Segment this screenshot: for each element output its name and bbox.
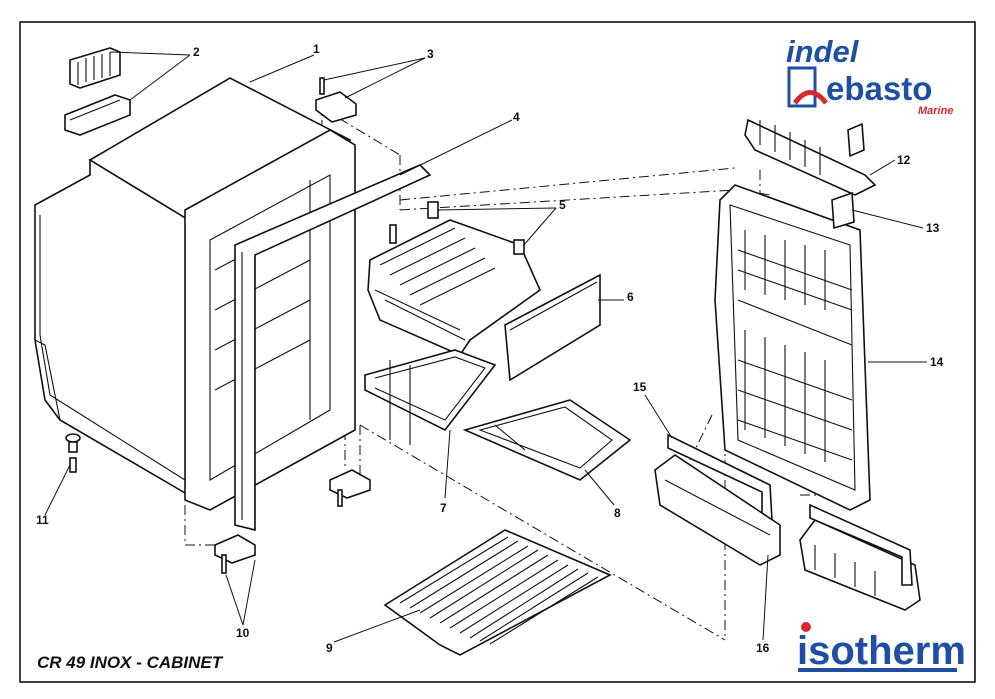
callout-3: 3 bbox=[427, 47, 434, 61]
callout-numbers: 1 2 3 4 5 6 7 8 9 10 11 12 13 14 15 16 bbox=[36, 42, 944, 655]
callout-5: 5 bbox=[559, 198, 566, 212]
diagram-title: CR 49 INOX - CABINET bbox=[37, 653, 224, 672]
logo-red-arc bbox=[792, 90, 828, 105]
indel-webasto-logo: indel ebasto Marine bbox=[786, 34, 953, 117]
callout-2: 2 bbox=[193, 45, 200, 59]
logo-w-box bbox=[787, 66, 817, 108]
logo-webasto-text: ebasto bbox=[826, 70, 932, 107]
part-16-bin bbox=[654, 454, 921, 611]
part-13-clip bbox=[831, 191, 855, 230]
callout-15: 15 bbox=[633, 380, 647, 394]
part-6-plate bbox=[504, 273, 601, 382]
part-7-drip-frame bbox=[364, 349, 497, 445]
callout-12: 12 bbox=[897, 153, 911, 167]
logo-isotherm-text: isotherm bbox=[797, 629, 966, 673]
callout-9: 9 bbox=[326, 641, 333, 655]
logo-marine-text: Marine bbox=[918, 105, 953, 117]
callout-14: 14 bbox=[930, 355, 944, 369]
part-9-shelf bbox=[383, 529, 612, 656]
callout-11: 11 bbox=[36, 513, 49, 527]
part-2-tray bbox=[64, 47, 131, 136]
callout-4: 4 bbox=[513, 110, 520, 124]
isotherm-logo: isotherm bbox=[797, 622, 966, 673]
callout-8: 8 bbox=[614, 506, 621, 520]
callout-13: 13 bbox=[926, 221, 940, 235]
callout-6: 6 bbox=[627, 290, 634, 304]
callout-16: 16 bbox=[756, 641, 770, 655]
callout-1: 1 bbox=[313, 42, 320, 56]
part-1-cabinet bbox=[34, 77, 356, 511]
part-8-drip-tray bbox=[462, 399, 632, 481]
part-14-door bbox=[714, 184, 871, 511]
callout-7: 7 bbox=[440, 501, 447, 515]
part-11-foot bbox=[65, 433, 81, 473]
diagram-border bbox=[19, 21, 976, 683]
logo-indel-text: indel bbox=[786, 34, 860, 69]
callout-10: 10 bbox=[236, 626, 250, 640]
logo-isotherm-dot bbox=[801, 622, 811, 632]
part-12-door-shelf bbox=[744, 118, 877, 196]
part-3-hinge bbox=[315, 77, 357, 123]
leader-lines bbox=[44, 51, 927, 643]
logo-isotherm-underline bbox=[798, 668, 957, 672]
part-10-hinge bbox=[214, 469, 371, 574]
